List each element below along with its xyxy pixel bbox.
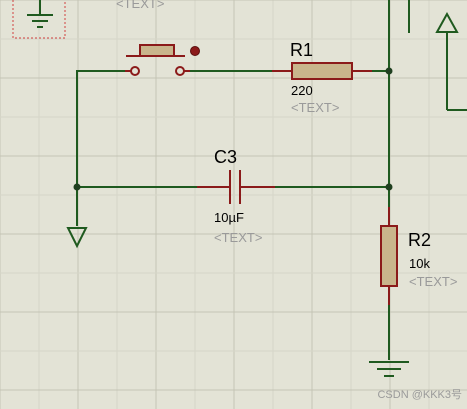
r1-ref-label: R1 <box>290 40 313 60</box>
ground-symbol-top-left[interactable] <box>12 0 66 39</box>
resistor-icon <box>380 207 398 305</box>
resistor-icon <box>272 62 372 80</box>
junction-dot <box>73 183 81 191</box>
r2-value-label: 10k <box>409 256 430 271</box>
r2-text-label: <TEXT> <box>409 274 457 289</box>
capacitor-icon <box>197 170 275 204</box>
ground-icon <box>27 0 53 28</box>
top-partial-text-label: <TEXT> <box>116 0 164 11</box>
junctions <box>73 67 393 191</box>
r1-value-label: 220 <box>291 83 313 98</box>
r2-ref-label: R2 <box>408 230 431 250</box>
resistor-r1[interactable] <box>272 62 372 80</box>
pushbutton-switch-icon <box>125 44 200 76</box>
c3-value-label: 10µF <box>214 210 244 225</box>
junction-dot <box>385 183 393 191</box>
c3-text-label: <TEXT> <box>214 230 262 245</box>
ground-icon[interactable] <box>66 227 88 249</box>
c3-ref-label: C3 <box>214 147 237 167</box>
junction-dot <box>385 67 393 75</box>
selection-box <box>12 0 66 39</box>
r1-text-label: <TEXT> <box>291 100 339 115</box>
power-arrow-icon[interactable] <box>435 11 467 111</box>
pushbutton-switch[interactable] <box>125 44 200 76</box>
wire-left-vertical <box>76 70 125 226</box>
capacitor-c3[interactable] <box>197 170 275 204</box>
resistor-r2[interactable] <box>380 207 398 305</box>
watermark: CSDN @KKK3号 <box>377 388 462 401</box>
ground-icon[interactable] <box>369 361 409 377</box>
